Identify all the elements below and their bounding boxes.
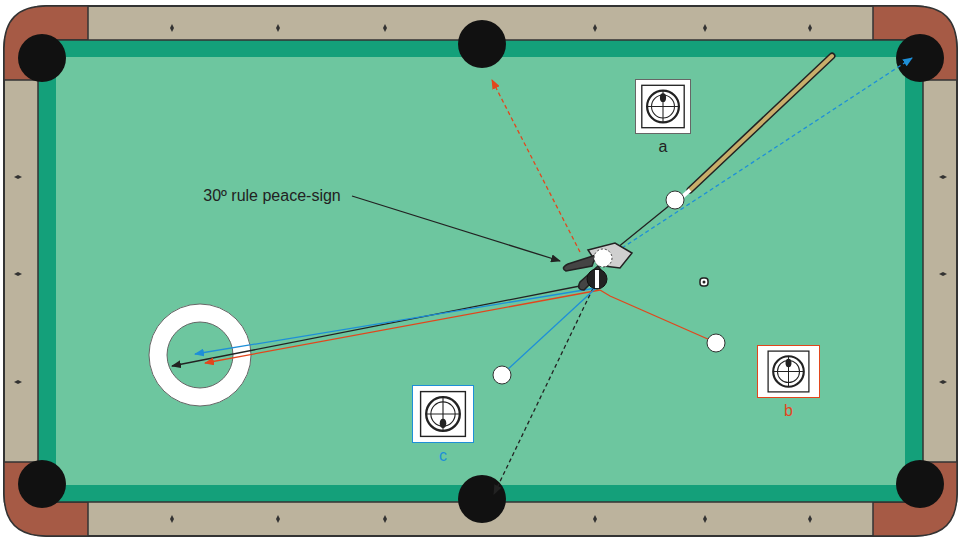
shot-letter: c xyxy=(413,447,473,465)
callout-label: 30º rule peace-sign xyxy=(202,186,342,205)
shot-letter: a xyxy=(636,138,690,156)
shot-letter: b xyxy=(758,402,819,420)
tip-position-box: a xyxy=(635,79,691,134)
cue-ball-tip-icon xyxy=(758,346,819,397)
tip-position-box: c xyxy=(412,385,474,443)
cue-ball-tip-icon xyxy=(636,80,690,133)
tip-position-box: b xyxy=(757,345,820,398)
cue-ball-tip-icon xyxy=(413,386,473,442)
